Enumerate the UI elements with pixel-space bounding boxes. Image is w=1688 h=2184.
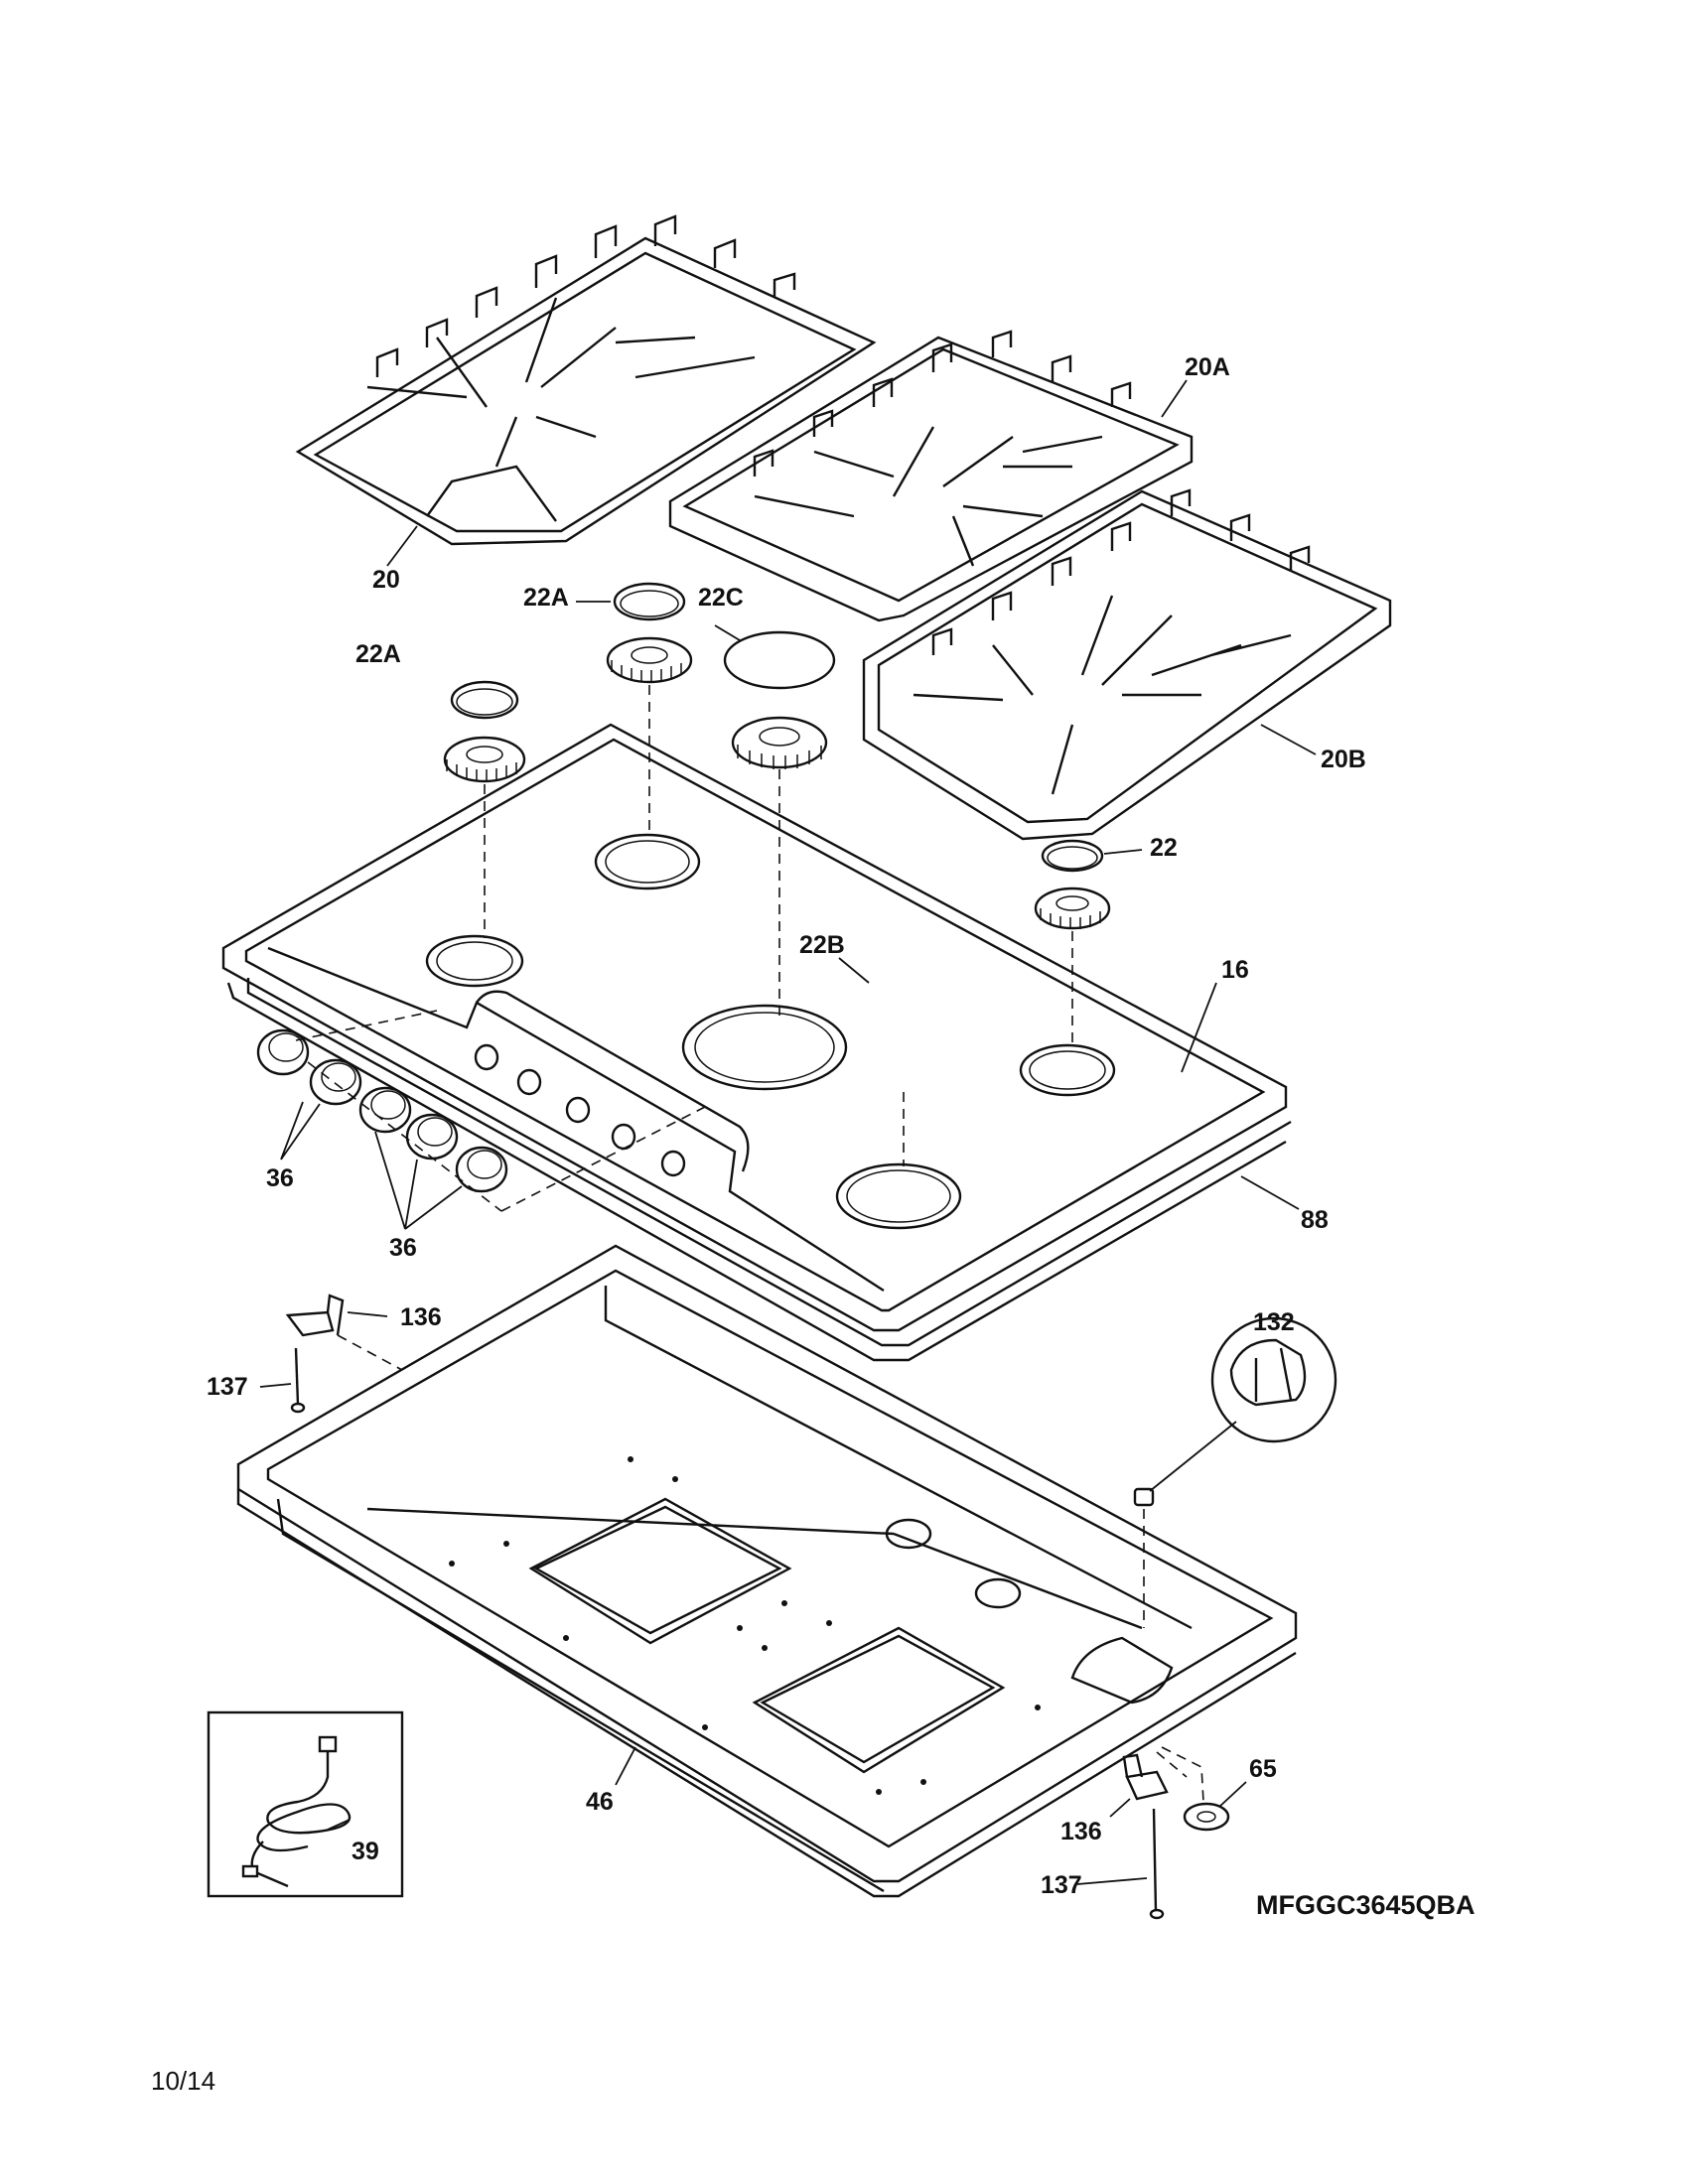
page-stamp: 10/14 [151, 2066, 215, 2096]
mounting-bracket-rear [285, 1294, 345, 1337]
burner-cap-22c [723, 630, 836, 690]
spark-module-detail [1210, 1316, 1337, 1443]
callout-65: 65 [1249, 1755, 1277, 1783]
burner-cap-22 [1041, 839, 1104, 873]
grate-center [668, 330, 1194, 622]
spark-module [1133, 1487, 1155, 1507]
burner-head-large [731, 716, 828, 769]
model-number: MFGGC3645QBA [1256, 1890, 1476, 1920]
burner-box [236, 1244, 1298, 1898]
callout-22c: 22C [698, 584, 744, 612]
callout-16: 16 [1221, 956, 1249, 984]
burner-head-center [606, 636, 693, 684]
callout-20a: 20A [1185, 353, 1230, 381]
burner-head-right [1034, 887, 1111, 930]
callout-22: 22 [1150, 834, 1178, 862]
grate-left [295, 214, 877, 546]
burner-cap-22a-center [613, 582, 686, 621]
callout-36-right: 36 [389, 1234, 417, 1262]
callout-136-rear: 136 [400, 1303, 442, 1331]
callout-136-front: 136 [1060, 1818, 1102, 1845]
callout-22a-center: 22A [523, 584, 569, 612]
callout-20: 20 [372, 566, 400, 594]
mounting-screw-rear [290, 1347, 306, 1414]
callout-20b: 20B [1321, 746, 1366, 773]
callout-36-left: 36 [266, 1164, 294, 1192]
control-knobs [256, 1010, 706, 1212]
callout-137-rear: 137 [207, 1373, 248, 1401]
grate-right [862, 488, 1392, 841]
power-cord-inset [207, 1710, 404, 1898]
callout-22a-left: 22A [355, 640, 401, 668]
mounting-bracket-front [1122, 1753, 1169, 1801]
callout-46: 46 [586, 1788, 614, 1816]
burner-cap-22a-left [450, 680, 519, 720]
callout-39: 39 [352, 1838, 379, 1865]
grommet [1183, 1802, 1230, 1832]
callout-22b: 22B [799, 931, 845, 959]
callout-137-front: 137 [1041, 1871, 1082, 1899]
mounting-screw-front [1149, 1808, 1165, 1920]
callout-88: 88 [1301, 1206, 1329, 1234]
burner-head-left [443, 736, 526, 783]
callout-132: 132 [1253, 1308, 1295, 1336]
cooktop-gasket [226, 982, 1287, 1362]
cooktop-panel [221, 723, 1292, 1347]
